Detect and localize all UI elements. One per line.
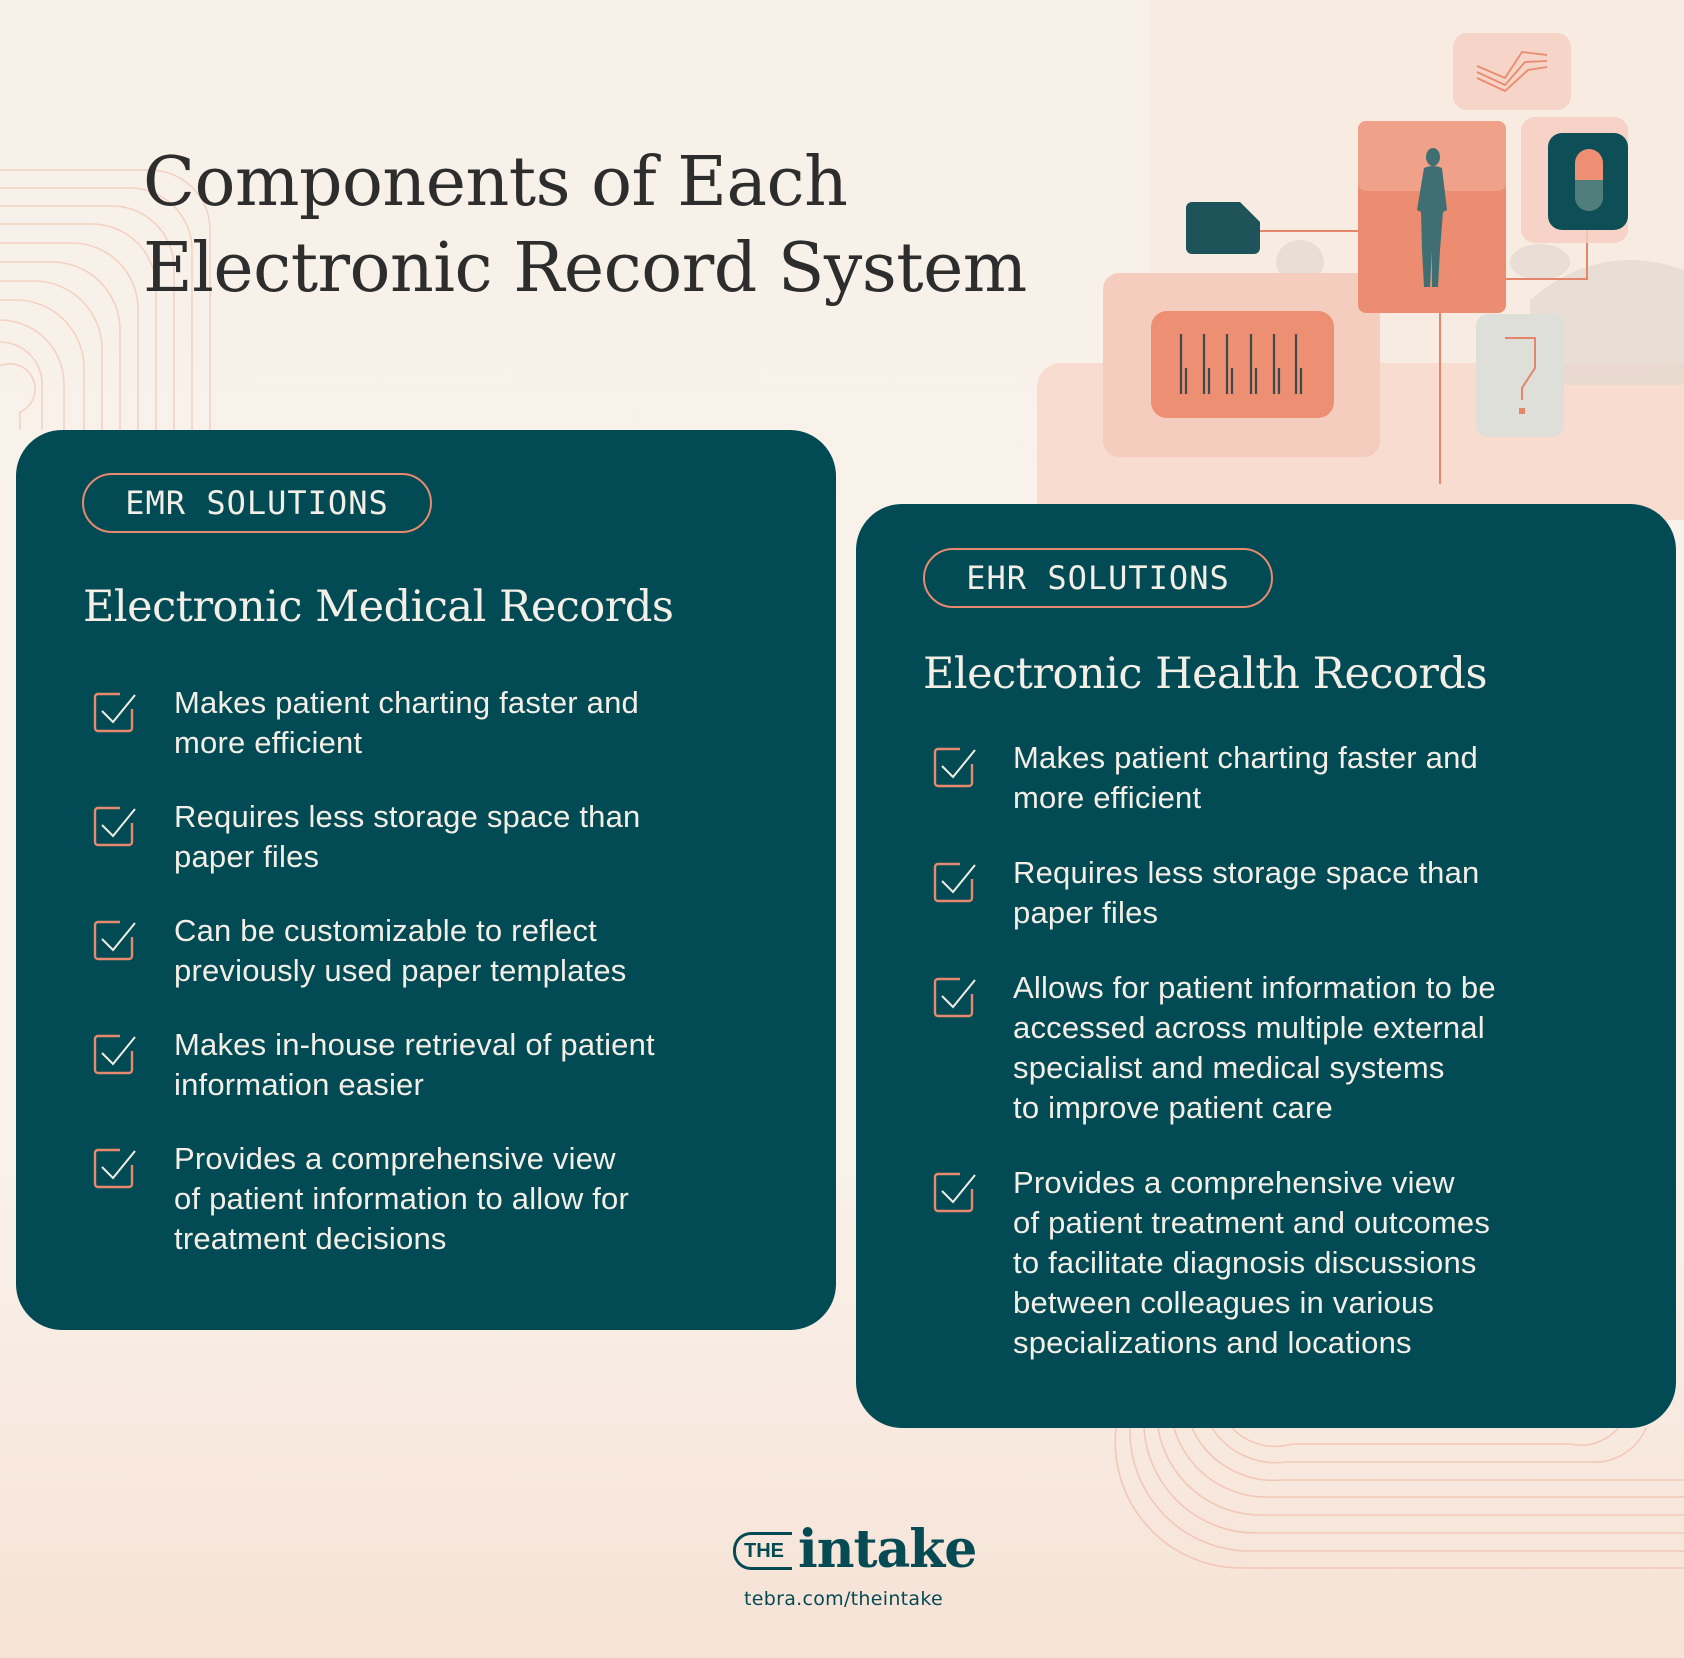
emr-item-text: Can be customizable to reflect previousl… xyxy=(174,913,627,988)
question-mark-icon xyxy=(1476,314,1564,437)
the-intake-logo: THE intake xyxy=(732,1519,977,1586)
checkbox-checked-icon xyxy=(933,1172,976,1213)
emr-solutions-card: EMR SOLUTIONS Electronic Medical Records… xyxy=(16,430,836,1330)
emr-feature-list: Makes patient charting faster and more e… xyxy=(16,683,836,1293)
emr-solutions-badge: EMR SOLUTIONS xyxy=(82,473,432,533)
illustration-background-panel xyxy=(1037,363,1684,520)
checkbox-checked-icon xyxy=(933,977,976,1018)
checkbox-checked-icon xyxy=(933,747,976,788)
ehr-solutions-badge: EHR SOLUTIONS xyxy=(923,548,1273,608)
ehr-feature-list: Makes patient charting faster and more e… xyxy=(856,738,1676,1398)
footer-url: tebra.com/theintake xyxy=(744,1588,943,1610)
checkbox-checked-icon xyxy=(93,1148,136,1189)
ehr-solutions-card: EHR SOLUTIONS Electronic Health Records … xyxy=(856,504,1676,1428)
list-item: Provides a comprehensive view of patient… xyxy=(856,1163,1676,1363)
checkbox-checked-icon xyxy=(93,692,136,733)
ehr-item-text: Makes patient charting faster and more e… xyxy=(1013,740,1478,815)
person-silhouette-icon xyxy=(1358,121,1506,313)
list-item: Requires less storage space than paper f… xyxy=(856,853,1676,933)
list-item: Makes patient charting faster and more e… xyxy=(16,683,836,763)
emr-item-text: Requires less storage space than paper f… xyxy=(174,799,641,874)
ehr-item-text: Allows for patient information to be acc… xyxy=(1013,970,1496,1125)
checkbox-checked-icon xyxy=(933,862,976,903)
pill-capsule-icon xyxy=(1521,117,1628,243)
sim-card-icon xyxy=(1186,202,1260,254)
list-item: Makes patient charting faster and more e… xyxy=(856,738,1676,818)
emr-item-text: Provides a comprehensive view of patient… xyxy=(174,1141,630,1256)
logo-the-badge: THE xyxy=(733,1532,792,1570)
page-title-line-1: Components of Each xyxy=(143,143,848,222)
checkbox-checked-icon xyxy=(93,806,136,847)
wave-chart-icon xyxy=(1453,33,1571,110)
list-item: Makes in-house retrieval of patient info… xyxy=(16,1025,836,1105)
checkbox-checked-icon xyxy=(93,1034,136,1075)
emr-item-text: Makes in-house retrieval of patient info… xyxy=(174,1027,655,1102)
checkbox-checked-icon xyxy=(93,920,136,961)
list-item: Allows for patient information to be acc… xyxy=(856,968,1676,1128)
emr-card-title: Electronic Medical Records xyxy=(83,582,674,632)
ehr-item-text: Provides a comprehensive view of patient… xyxy=(1013,1165,1491,1360)
emr-item-text: Makes patient charting faster and more e… xyxy=(174,685,639,760)
list-item: Can be customizable to reflect previousl… xyxy=(16,911,836,991)
list-item: Requires less storage space than paper f… xyxy=(16,797,836,877)
page-title-line-2: Electronic Record System xyxy=(143,229,1027,308)
ehr-card-title: Electronic Health Records xyxy=(923,649,1488,699)
barcode-icon xyxy=(1151,311,1334,418)
ehr-item-text: Requires less storage space than paper f… xyxy=(1013,855,1480,930)
page-title: Components of Each Electronic Record Sys… xyxy=(143,140,1027,312)
logo-wordmark: intake xyxy=(798,1519,977,1580)
list-item: Provides a comprehensive view of patient… xyxy=(16,1139,836,1259)
